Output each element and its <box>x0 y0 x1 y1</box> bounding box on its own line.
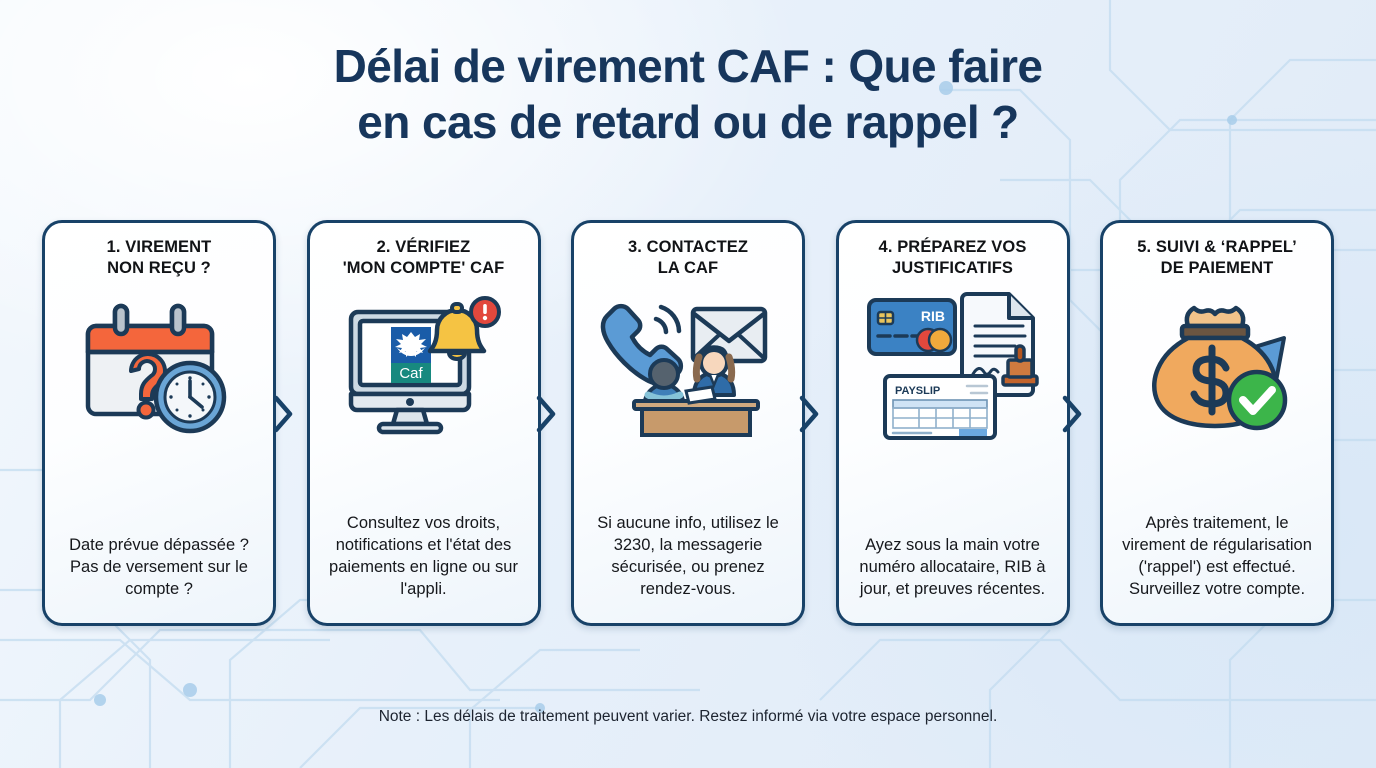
payslip-label: PAYSLIP <box>895 385 940 397</box>
step-3-title: 3. CONTACTEZ LA CAF <box>627 238 749 278</box>
success-check-icon <box>1226 369 1288 431</box>
payslip-icon: PAYSLIP <box>882 374 997 440</box>
step-1-body: Date prévue dépassée ? Pas de versement … <box>69 536 249 599</box>
step-3-body: Si aucune info, utilisez le 3230, la mes… <box>597 514 779 599</box>
title-line-1: Délai de virement CAF : Que faire <box>333 40 1043 92</box>
rib-card-document-payslip-icon: RIB <box>858 291 1048 441</box>
footnote-text: Note : Les délais de traitement peuvent … <box>378 708 998 725</box>
money-bag-arrow-check-icon <box>1122 291 1312 441</box>
step-card-1[interactable]: 1. VIREMENT NON REÇU ? <box>42 220 276 626</box>
step-1-title: 1. VIREMENT NON REÇU ? <box>106 238 212 278</box>
monitor-caf-bell-icon: Caf <box>329 291 519 441</box>
step-5-title: 5. SUIVI & ‘RAPPEL’ DE PAIEMENT <box>1137 238 1297 278</box>
step-4-title: 4. PRÉPAREZ VOS JUSTIFICATIFS <box>878 238 1027 278</box>
arrow-3-to-4 <box>798 392 832 436</box>
step-card-5[interactable]: 5. SUIVI & ‘RAPPEL’ DE PAIEMENT <box>1100 220 1334 626</box>
step-card-2[interactable]: 2. VÉRIFIEZ 'MON COMPTE' CAF <box>306 220 541 626</box>
step-2-title: 2. VÉRIFIEZ 'MON COMPTE' CAF <box>342 238 505 278</box>
caf-logo-text: Caf <box>399 365 423 382</box>
step-5-body: Après traitement, le virement de régular… <box>1122 514 1312 599</box>
steps-container: 1. VIREMENT NON REÇU ? <box>42 220 1334 626</box>
rib-bank-card-icon: RIB <box>866 298 957 356</box>
reception-desk-icon <box>632 345 760 437</box>
phone-envelope-desk-icon <box>593 291 783 441</box>
step-card-3[interactable]: 3. CONTACTEZ LA CAF <box>571 220 805 626</box>
step-4-body: Ayez sous la main votre numéro allocatai… <box>859 536 1046 599</box>
title-line-2: en cas de retard ou de rappel ? <box>357 96 1019 149</box>
arrow-4-to-5 <box>1061 392 1095 436</box>
calendar-question-clock-icon <box>64 291 254 441</box>
page-title: Délai de virement CAF : Que faire en cas… <box>0 38 1376 150</box>
arrow-1-to-2 <box>272 392 306 436</box>
arrow-2-to-3 <box>535 392 569 436</box>
step-card-4[interactable]: 4. PRÉPAREZ VOS JUSTIFICATIFS RIB <box>835 220 1070 626</box>
step-2-body: Consultez vos droits, notifications et l… <box>329 514 518 599</box>
rib-card-label: RIB <box>920 308 944 324</box>
